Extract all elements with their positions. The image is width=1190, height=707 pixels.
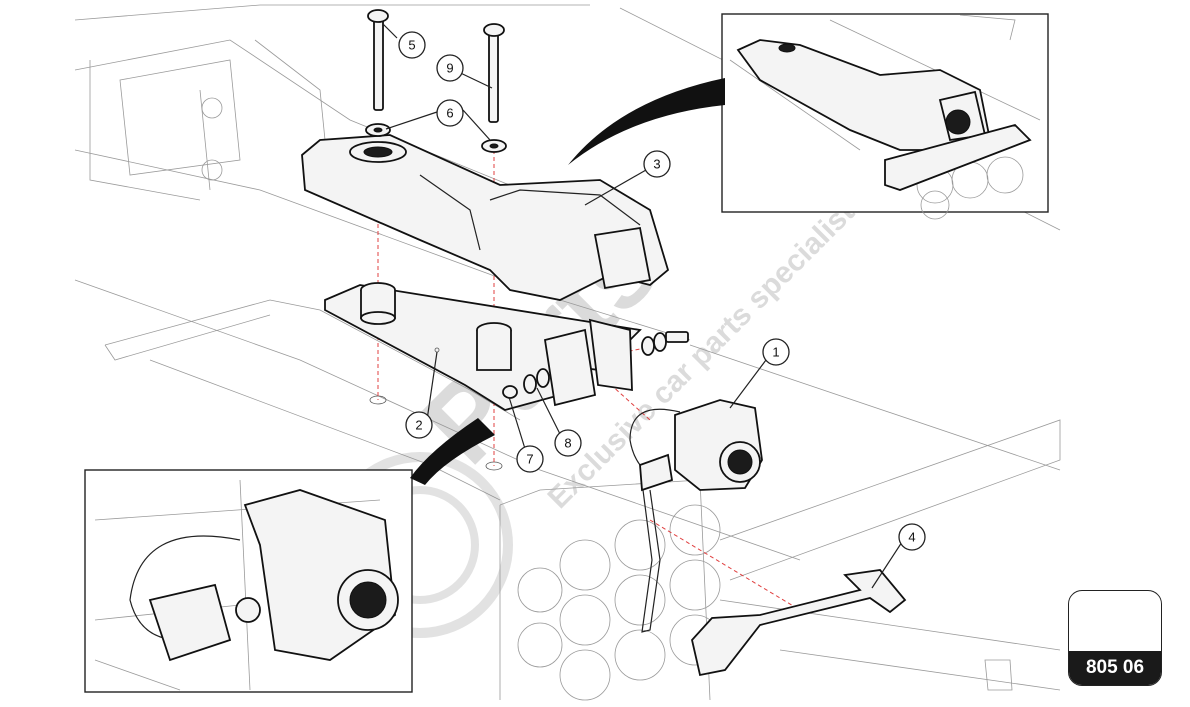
callout-9: 9 [436, 54, 464, 82]
svg-text:8: 8 [564, 436, 571, 451]
svg-text:6: 6 [446, 106, 453, 121]
page-code-box: 805 06 [1068, 590, 1162, 686]
leader-lines [382, 23, 903, 589]
svg-text:9: 9 [446, 61, 453, 76]
bracket-plate [324, 282, 642, 411]
svg-text:5: 5 [408, 38, 415, 53]
svg-text:1: 1 [772, 345, 779, 360]
callout-7: 7 [516, 445, 544, 473]
detail-inset-bottom [84, 418, 495, 693]
detail-inset-top [568, 13, 1049, 220]
svg-text:7: 7 [526, 452, 533, 467]
camera-housing [301, 134, 670, 301]
page-code: 805 06 [1069, 651, 1161, 685]
svg-text:4: 4 [908, 530, 915, 545]
fasteners [365, 9, 689, 399]
svg-text:2: 2 [415, 418, 422, 433]
callout-8: 8 [554, 429, 582, 457]
callout-3: 3 [643, 150, 671, 178]
callout-6: 6 [436, 99, 464, 127]
callout-2: 2 [405, 411, 433, 439]
trim-bar [691, 569, 907, 677]
callout-5: 5 [398, 31, 426, 59]
svg-text:3: 3 [653, 157, 660, 172]
car-body-background [74, 4, 1061, 701]
callout-1: 1 [762, 338, 790, 366]
camera-unit [629, 399, 763, 633]
callout-4: 4 [898, 523, 926, 551]
